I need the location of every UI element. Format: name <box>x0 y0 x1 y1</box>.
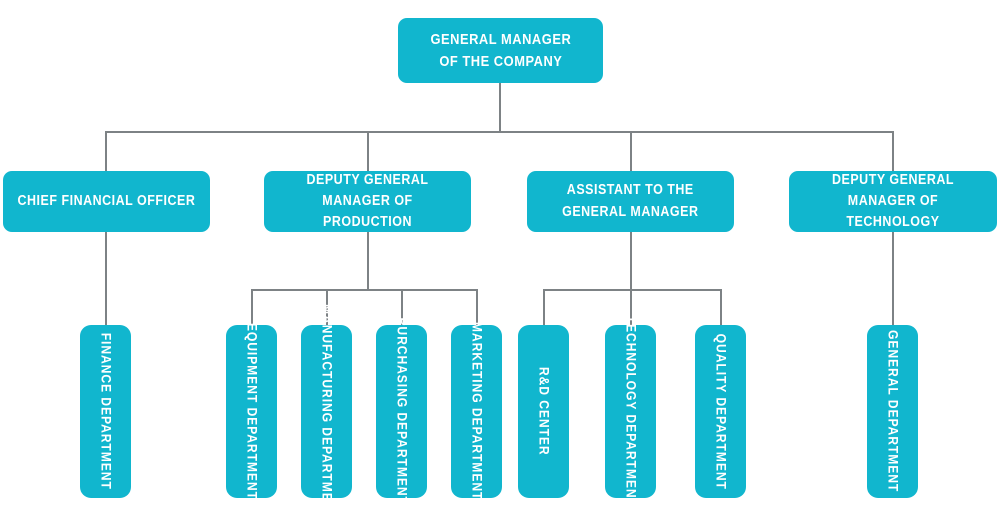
connector-drop-rnd <box>543 289 545 326</box>
connector-root-stem <box>499 83 501 132</box>
node-label: DEPUTY GENERAL MANAGER OF TECHNOLOGY <box>831 171 955 231</box>
node-assistant-to-general-manager[interactable]: ASSISTANT TO THE GENERAL MANAGER <box>527 171 734 232</box>
node-equipment-department[interactable]: EQUIPMENT DEPARTMENT <box>226 322 277 501</box>
connector-assistant-stem <box>630 232 632 290</box>
node-marketing-department[interactable]: MARKETING DEPARTMENT <box>451 322 502 501</box>
connector-main-bus <box>105 131 894 133</box>
connector-assistant-bus <box>543 289 721 291</box>
node-label: GENERAL DEPARTMENT <box>885 330 901 493</box>
connector-production-bus <box>251 289 477 291</box>
node-label: FINANCE DEPARTMENT <box>98 332 114 491</box>
node-label: GENERAL MANAGER OF THE COMPANY <box>430 30 571 70</box>
node-chief-financial-officer[interactable]: CHIEF FINANCIAL OFFICER <box>3 171 210 232</box>
node-label: MANUFACTURING DEPARTMENT <box>319 303 335 520</box>
connector-drop-marketing <box>476 289 478 326</box>
node-label: MARKETING DEPARTMENT <box>469 322 485 501</box>
node-finance-department[interactable]: FINANCE DEPARTMENT <box>80 325 131 498</box>
connector-drop-equipment <box>251 289 253 326</box>
node-label: ASSISTANT TO THE GENERAL MANAGER <box>562 182 699 220</box>
node-general-manager[interactable]: GENERAL MANAGER OF THE COMPANY <box>398 18 603 83</box>
node-label: R&D CENTER <box>536 367 552 456</box>
node-quality-department[interactable]: QUALITY DEPARTMENT <box>695 325 746 498</box>
connector-cfo-to-finance <box>105 232 107 326</box>
node-technology-department[interactable]: TECHNOLOGY DEPARTMENT <box>605 316 656 507</box>
connector-drop-technology <box>892 131 894 172</box>
node-label: TECHNOLOGY DEPARTMENT <box>623 315 639 508</box>
connector-drop-cfo <box>105 131 107 172</box>
connector-technology-to-general <box>892 232 894 326</box>
node-manufacturing-department[interactable]: MANUFACTURING DEPARTMENT <box>301 304 352 519</box>
node-label: PURCHASING DEPARTMENT <box>394 317 410 506</box>
connector-drop-production <box>367 131 369 172</box>
node-label: EQUIPMENT DEPARTMENT <box>244 322 260 501</box>
connector-production-stem <box>367 232 369 290</box>
connector-drop-assistant <box>630 131 632 172</box>
connector-drop-manufacturing <box>326 289 328 326</box>
node-deputy-general-manager-technology[interactable]: DEPUTY GENERAL MANAGER OF TECHNOLOGY <box>789 171 997 232</box>
node-label: DEPUTY GENERAL MANAGER OF PRODUCTION <box>306 171 429 231</box>
node-label: QUALITY DEPARTMENT <box>713 333 729 490</box>
node-label: CHIEF FINANCIAL OFFICER <box>17 192 196 209</box>
node-general-department[interactable]: GENERAL DEPARTMENT <box>867 325 918 498</box>
connector-drop-tech-dept <box>630 289 632 326</box>
node-deputy-general-manager-production[interactable]: DEPUTY GENERAL MANAGER OF PRODUCTION <box>264 171 471 232</box>
connector-drop-quality <box>720 289 722 326</box>
node-purchasing-department[interactable]: PURCHASING DEPARTMENT <box>376 318 427 505</box>
node-rnd-center[interactable]: R&D CENTER <box>518 325 569 498</box>
connector-drop-purchasing <box>401 289 403 326</box>
